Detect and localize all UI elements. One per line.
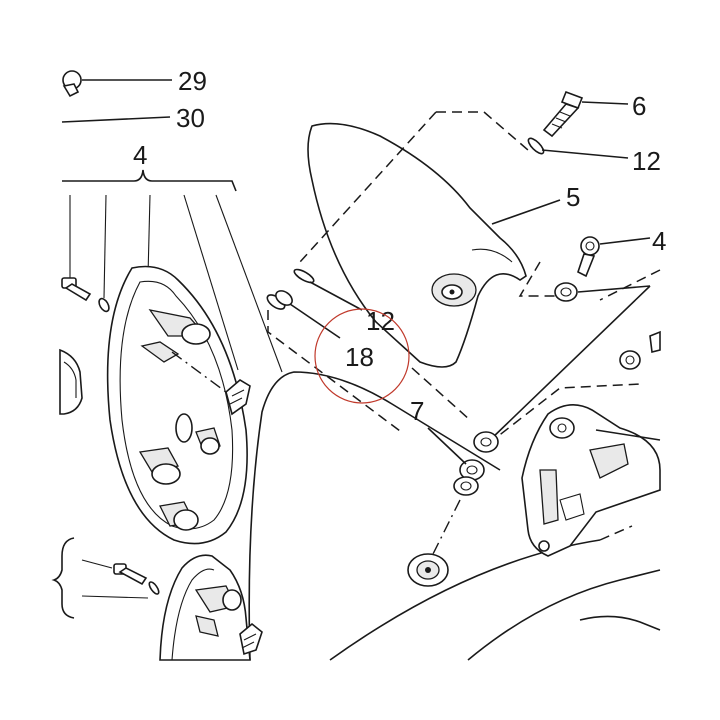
callout-4-group: 4 [133,140,147,170]
part-lower-clip [239,622,263,656]
highlight-circle-18 [314,308,410,404]
dash-top-left [299,111,437,263]
leader-18 [289,303,341,339]
part-4-endcap [106,265,248,545]
axis-line-7 [429,499,461,561]
leader-6 [581,101,629,105]
dash-top-bolt [436,111,529,151]
part-lower-endcap [159,554,251,661]
part-12-washer-top [527,137,545,155]
part-6-bolt [542,90,584,138]
callout-18: 18 [345,342,374,372]
axis-line-endcap [171,351,227,393]
group-4-bracket [62,169,283,373]
dash-right-edge [599,269,661,301]
part-4-right-bolt [577,236,600,278]
leader-12-top [541,149,629,159]
part-29-bolt [62,70,172,98]
leader-7 [427,427,467,465]
callout-30: 30 [176,103,205,133]
part-7-rubber-mount [453,431,499,496]
dash-bracket-low [599,525,633,541]
leader-5 [491,199,561,225]
callout-12-mid: 12 [366,306,395,336]
part-12-washer-mid [293,268,315,284]
part-lower-bolt [113,563,148,586]
part-left-edge-fragment [59,348,83,415]
part-4-bolt [61,277,92,302]
silencer-body-lower-curve [329,539,601,661]
part-mounting-bracket [521,404,661,557]
silencer-body-outline [248,371,501,661]
part-right-edge-bolt [649,330,661,353]
leader-lower-bolt [81,559,113,569]
part-7-lower-mount [407,553,449,587]
part-5-heat-shield [307,122,527,368]
callout-5: 5 [566,182,580,212]
callout-6: 6 [632,91,646,121]
callout-7: 7 [410,396,424,426]
callout-12-top: 12 [632,146,661,176]
dash-to-bracket [487,383,641,445]
part-4-clip [225,379,251,416]
leader-30 [61,116,171,123]
part-washer-right [554,282,578,302]
dash-right-washer [518,261,560,297]
leader-12-mid [309,281,363,311]
part-right-edge-washer [619,350,641,370]
part-lower-washer [148,581,160,595]
part-4-washer [98,297,110,313]
leader-4-right [599,237,651,245]
silencer-body-inner-curve [467,569,661,661]
callout-29: 29 [178,66,207,96]
silencer-outlet-edge [579,615,661,631]
lower-group-bracket [51,537,75,619]
callout-4-right: 4 [652,226,666,256]
dash-left-box [267,310,405,435]
part-18-grommet [266,290,293,310]
leader-lower-washer [81,595,149,599]
dash-to-7 [411,367,471,421]
